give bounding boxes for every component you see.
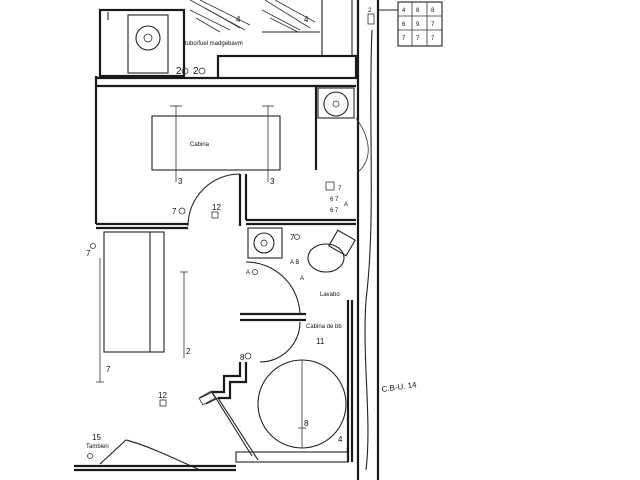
svg-text:7: 7 xyxy=(338,186,342,192)
left-bed: 7 xyxy=(96,231,165,383)
tag-8: 8 xyxy=(240,353,245,362)
tag-4: 4 xyxy=(338,435,343,444)
room-washbasin xyxy=(317,87,369,173)
tag-2d: 2 xyxy=(346,448,350,454)
svg-text:A: A xyxy=(300,276,304,282)
top-number-a: 4 xyxy=(236,15,241,24)
entry-door: 15 Tambien xyxy=(74,433,236,472)
dim-3b: 3 xyxy=(270,177,275,186)
legend-r1c2: 7 xyxy=(431,22,435,28)
room-door-swing xyxy=(187,173,241,227)
tag-2c: 2 xyxy=(368,8,372,14)
bathroom-block: 7 A B A A Lavabo Cabina de bb xyxy=(240,227,356,363)
tag-2a: 2 xyxy=(176,66,182,77)
legend-r0c1: 8 xyxy=(416,8,420,14)
legend-r0c0: 4 xyxy=(402,8,406,14)
dim-8: 8 xyxy=(304,419,309,428)
tag-12b: 12 xyxy=(158,391,167,400)
tag-12a: 12 xyxy=(212,203,221,212)
legend-r2c2: 7 xyxy=(431,36,435,42)
room-table: Cabina 3 3 xyxy=(151,105,281,186)
top-caption: tubo/fuel madgebavm xyxy=(185,41,243,47)
svg-text:6 7: 6 7 xyxy=(330,197,339,203)
shower-circle: 8 xyxy=(257,359,347,449)
dim-7: 7 xyxy=(106,365,111,374)
legend-r2c0: 7 xyxy=(402,36,406,42)
step-wall xyxy=(198,362,259,461)
tag-7: 7 xyxy=(172,207,177,216)
tag-11: 11 xyxy=(316,337,325,346)
entry-label: Tambien xyxy=(86,444,109,450)
main-room-walls xyxy=(94,54,358,230)
legend-r1c0: 6 xyxy=(402,22,406,28)
lav-sub: Cabina de bb xyxy=(306,324,342,330)
legend-r2c1: 7 xyxy=(416,36,420,42)
svg-text:A B: A B xyxy=(290,260,299,266)
stair-hatch-left xyxy=(189,0,251,33)
top-washbasin-box xyxy=(98,8,186,78)
tag-2b: 2 xyxy=(193,66,199,77)
room-label: Cabina xyxy=(190,142,210,148)
top-number-b: 4 xyxy=(304,15,309,24)
legend-r1c1: 9 xyxy=(416,22,420,28)
legend-box: 4 8 8 6 9 7 7 7 7 xyxy=(367,1,443,47)
lav-label: Lavabo xyxy=(320,292,340,298)
stair-hatch-right xyxy=(261,0,316,33)
corridor-walls xyxy=(356,0,380,480)
svg-text:6 7: 6 7 xyxy=(330,208,339,214)
tag-7b: 7 xyxy=(86,249,91,258)
legend-r0c2: 8 xyxy=(431,8,435,14)
tag-7c: 7 xyxy=(290,233,295,242)
svg-text:A: A xyxy=(246,270,250,276)
dim-2: 2 xyxy=(186,347,191,356)
tag-15: 15 xyxy=(92,433,101,442)
dim-3a: 3 xyxy=(178,177,183,186)
svg-text:A: A xyxy=(344,202,348,208)
bottom-step xyxy=(235,451,349,463)
room-side-symbols: 7 6 7 6 7 A xyxy=(325,181,348,214)
handwritten-note: C.B-U. 14 xyxy=(381,380,418,394)
